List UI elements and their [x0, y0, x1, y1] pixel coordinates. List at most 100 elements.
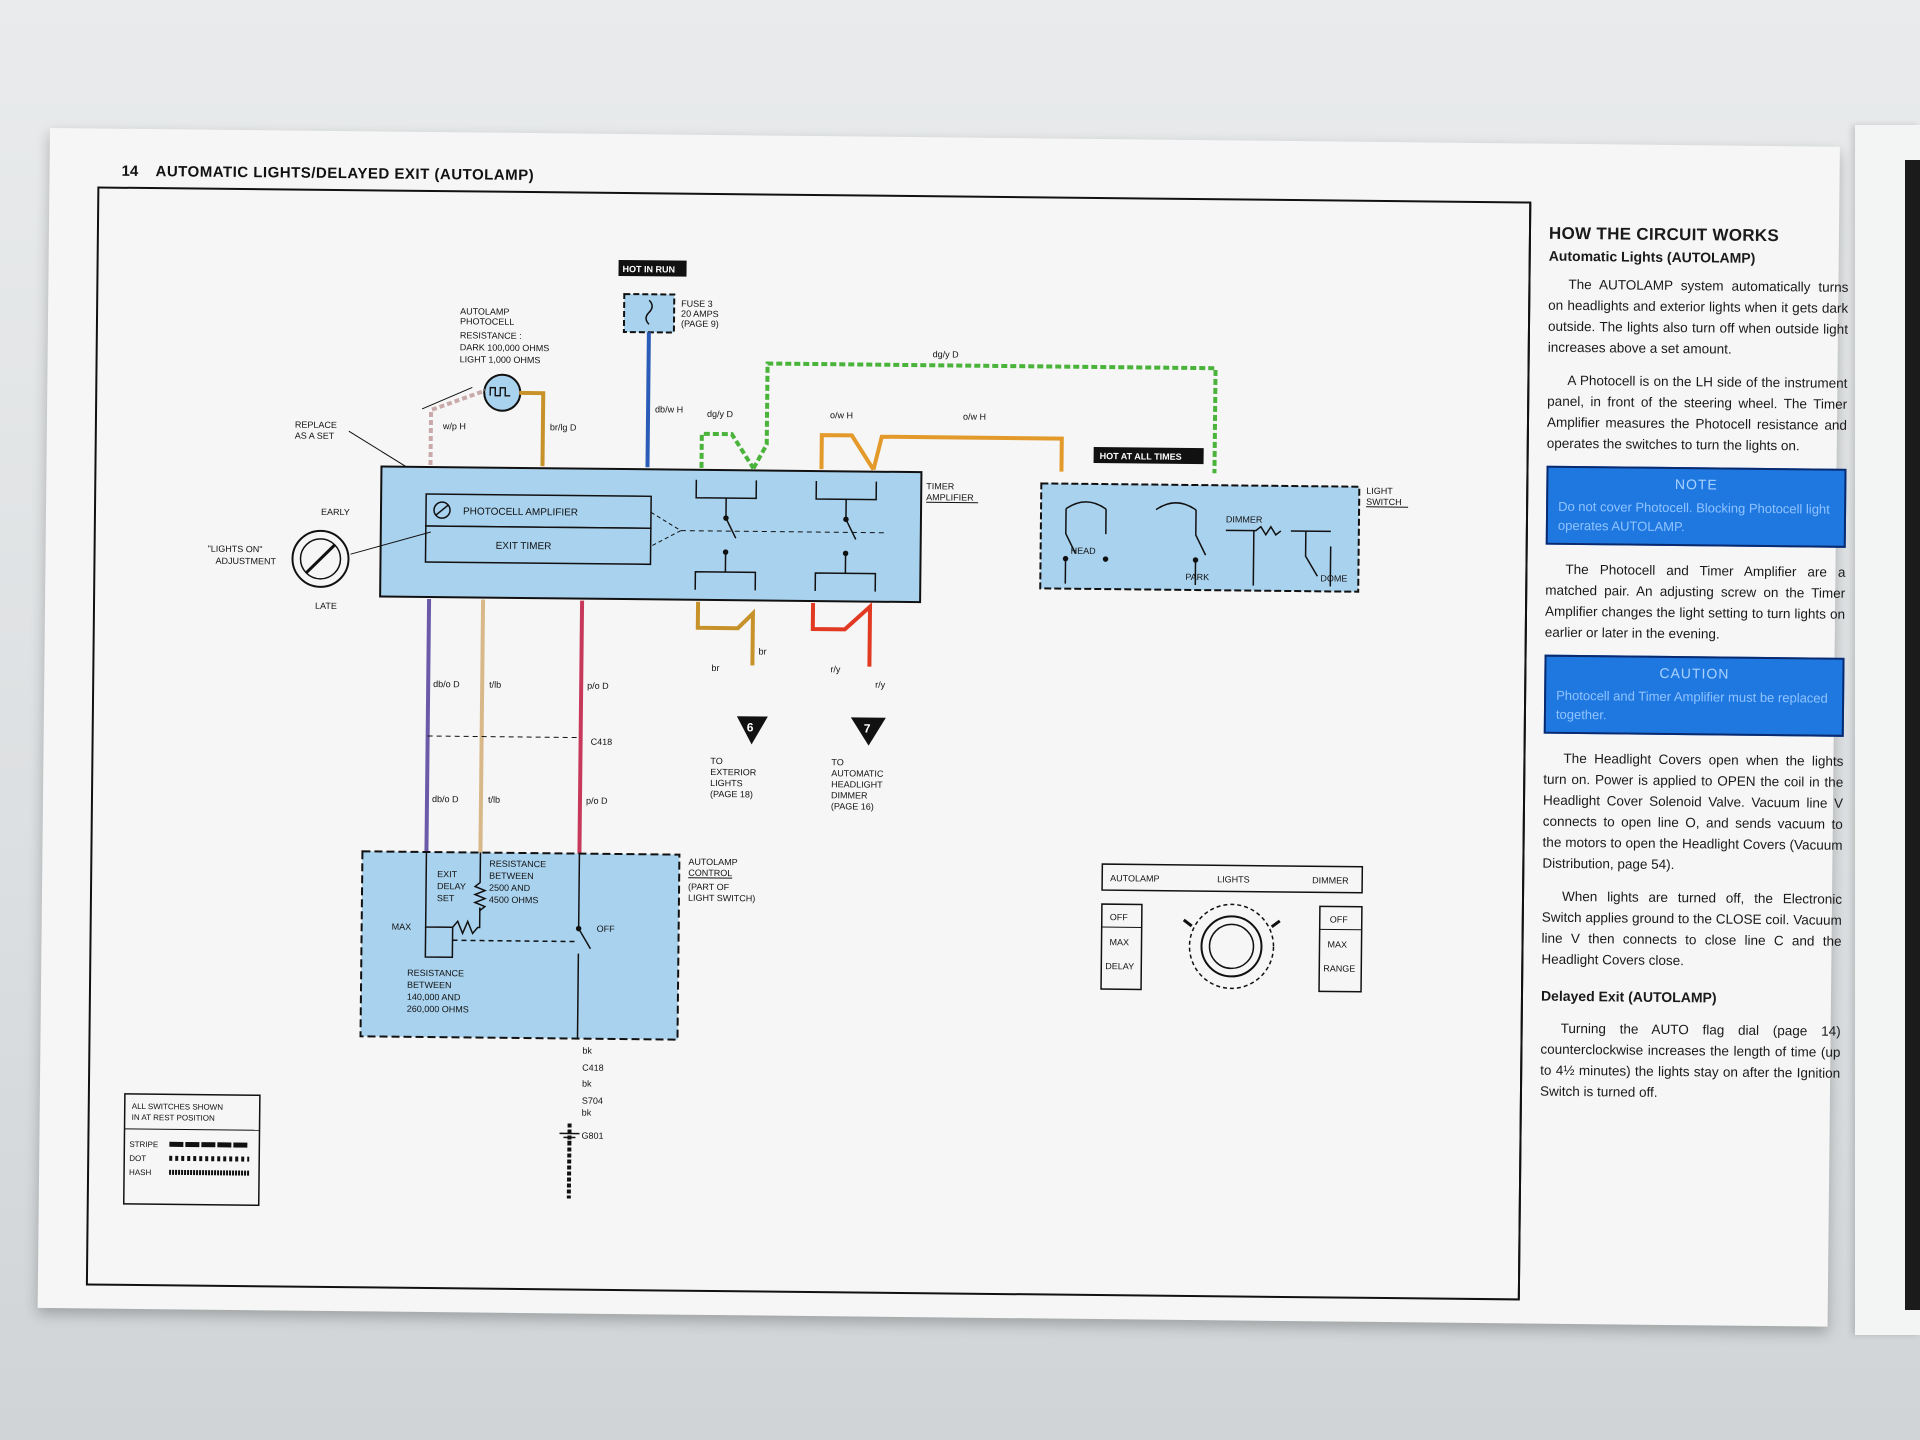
wire-label-brlg: br/lg D — [550, 422, 577, 432]
headlight-text-1: TO — [831, 757, 843, 767]
dial-pointer — [350, 531, 431, 555]
res-between-2-4: 260,000 OHMS — [407, 1004, 469, 1015]
lights-knob — [1200, 915, 1263, 978]
wire-label-bk-2: bk — [582, 1079, 592, 1089]
paragraph-3: The Photocell and Timer Amplifier are a … — [1544, 561, 1846, 642]
wire-label-po-1: p/o D — [587, 681, 609, 691]
exterior-lights-arrow — [736, 716, 768, 745]
wiring-diagram: HOT IN RUN FUSE 3 20 AMPS (PAGE 9) AUTOL… — [122, 259, 1409, 1207]
paragraph-2: A Photocell is on the LH side of the ins… — [1546, 372, 1848, 454]
exterior-arrow-number: 6 — [747, 720, 754, 734]
wire-dkgreen-yellow-a — [699, 431, 756, 470]
page-number: 14 — [121, 162, 139, 180]
sidebar-subheading: Automatic Lights (AUTOLAMP) — [1548, 247, 1756, 266]
lights-on-label-1: "LIGHTS ON" — [208, 544, 263, 555]
exterior-text-3: LIGHTS — [710, 778, 743, 788]
manual-page: 14 AUTOMATIC LIGHTS/DELAYED EXIT (AUTOLA… — [37, 128, 1849, 1327]
wire-label-wp: w/p H — [442, 421, 466, 431]
panel-left-off: OFF — [1110, 912, 1129, 922]
control-circuit — [424, 851, 592, 1039]
wire-label-bk-1: bk — [582, 1046, 592, 1056]
binding-shadow — [1905, 160, 1920, 1310]
control-label-3: (PART OF — [688, 882, 730, 892]
wire-dkgreen-yellow-b — [751, 361, 1218, 474]
wire-label-ow-1: o/w H — [830, 410, 853, 420]
lights-knob-outer — [1188, 903, 1275, 990]
timer-amplifier-label-2: AMPLIFIER — [926, 492, 974, 503]
legend-dot: DOT — [129, 1154, 146, 1163]
headlight-arrow-number: 7 — [864, 722, 871, 736]
res-between-4: 4500 OHMS — [489, 895, 539, 906]
ground-g801: G801 — [581, 1131, 603, 1141]
exterior-text-2: EXTERIOR — [710, 767, 757, 777]
light-switch-box — [1039, 482, 1361, 593]
paragraph-4: The Headlight Covers open when the light… — [1542, 750, 1844, 873]
panel-right-max: MAX — [1327, 939, 1347, 949]
note-title: NOTE — [1674, 476, 1718, 493]
photocell-amplifier-label: PHOTOCELL AMPLIFIER — [463, 506, 578, 518]
control-label-1: AUTOLAMP — [688, 857, 737, 868]
exit-delay-label-2: DELAY — [437, 881, 466, 891]
caution-title: CAUTION — [1659, 664, 1730, 682]
wire-label-dbo-1: db/o D — [433, 679, 460, 689]
headlight-text-3: HEADLIGHT — [831, 779, 883, 790]
panel-right-off: OFF — [1330, 914, 1349, 924]
replace-pointer — [348, 430, 415, 473]
hot-in-run-label: HOT IN RUN — [623, 264, 676, 275]
dome-label: DOME — [1320, 573, 1347, 583]
res-between-2-3: 140,000 AND — [407, 992, 461, 1003]
panel-left-max: MAX — [1109, 937, 1129, 947]
adjustment-dial — [291, 529, 350, 588]
wire-label-ry-2: r/y — [875, 680, 886, 690]
diagram-frame: HOT IN RUN FUSE 3 20 AMPS (PAGE 9) AUTOL… — [85, 186, 1849, 1301]
connector-c418-a: C418 — [591, 737, 613, 747]
exit-delay-label-1: EXIT — [437, 869, 458, 879]
legend-box — [122, 1093, 261, 1207]
res-between-2-2: BETWEEN — [407, 980, 452, 990]
wire-red-yellow — [810, 602, 873, 667]
photocell-symbol — [483, 373, 522, 412]
wire-label-br-2: br — [759, 646, 767, 656]
wire-black — [566, 1123, 572, 1199]
fuse-symbol — [645, 299, 653, 325]
legend-hash: HASH — [129, 1168, 152, 1177]
autolamp-control-box — [359, 850, 681, 1041]
photocell-label-4: DARK 100,000 OHMS — [460, 342, 550, 353]
wire-label-tlb-1: t/lb — [489, 680, 501, 690]
off-label: OFF — [597, 924, 616, 934]
hot-at-all-times-label: HOT AT ALL TIMES — [1100, 451, 1182, 462]
panel-dimmer: DIMMER — [1312, 875, 1349, 885]
early-label: EARLY — [321, 507, 350, 517]
headlight-text-5: (PAGE 16) — [831, 801, 874, 811]
wire-label-br-1: br — [711, 663, 719, 673]
legend-title-2: IN AT REST POSITION — [132, 1113, 215, 1123]
control-label-4: LIGHT SWITCH) — [688, 893, 755, 904]
wire-label-dgy-1: dg/y D — [707, 409, 734, 419]
page-title: AUTOMATIC LIGHTS/DELAYED EXIT (AUTOLAMP) — [155, 163, 535, 185]
exterior-text-4: (PAGE 18) — [710, 789, 753, 799]
wire-label-tlb-2: t/lb — [488, 795, 500, 805]
caution-text: Photocell and Timer Amplifier must be re… — [1555, 687, 1828, 723]
paragraph-1: The AUTOLAMP system automatically turns … — [1547, 276, 1849, 357]
paragraph-6: Turning the AUTO flag dial (page 14) cou… — [1539, 1020, 1841, 1100]
control-panel-header — [1101, 863, 1364, 894]
late-label: LATE — [315, 601, 337, 611]
wire-brown-lightgreen — [519, 390, 546, 467]
photocell-label-1: AUTOLAMP — [460, 306, 509, 317]
dimmer-slider — [1318, 905, 1363, 993]
light-switch-contacts — [1062, 501, 1332, 587]
wire-label-ow-2: o/w H — [963, 412, 986, 422]
res-between-1: RESISTANCE — [489, 859, 546, 870]
res-between-2-1: RESISTANCE — [407, 968, 464, 979]
hot-in-run-label-box — [618, 259, 687, 277]
autolamp-slider — [1100, 903, 1143, 991]
head-label: HEAD — [1071, 546, 1097, 556]
legend-title-1: ALL SWITCHES SHOWN — [132, 1102, 224, 1112]
headlight-dimmer-arrow — [850, 717, 886, 746]
wire-label-po-2: p/o D — [586, 796, 608, 806]
wire-white-pink — [428, 388, 486, 466]
wire-brown — [695, 601, 756, 666]
hot-at-all-times-box — [1093, 446, 1204, 465]
sidebar: HOW THE CIRCUIT WORKS Automatic Lights (… — [1540, 224, 1849, 1117]
adjust-screw-icon — [433, 501, 451, 519]
